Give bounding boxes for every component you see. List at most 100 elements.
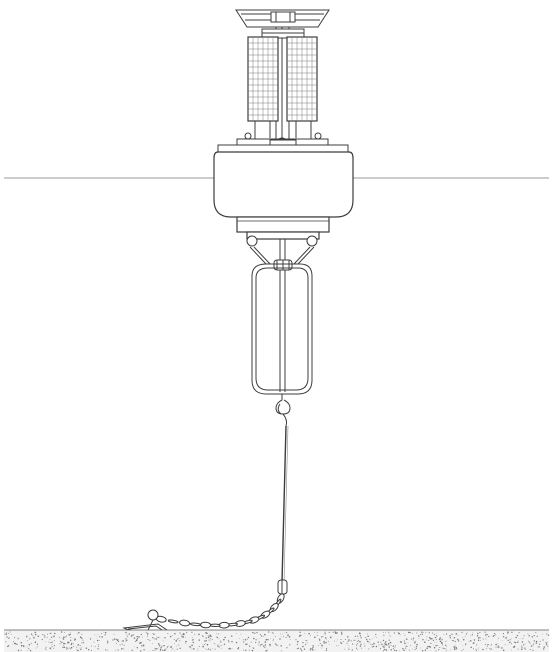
sediment-speck <box>546 633 548 635</box>
sediment-speck <box>326 648 328 650</box>
sediment-speck <box>455 633 458 635</box>
sediment-speck <box>81 633 83 635</box>
sediment-speck <box>152 637 154 639</box>
sediment-speck <box>435 642 437 643</box>
sediment-speck <box>205 637 207 639</box>
sediment-speck <box>441 639 444 641</box>
sediment-speck <box>538 646 540 648</box>
sediment-speck <box>411 632 413 634</box>
sediment-speck <box>529 642 531 644</box>
sediment-speck <box>325 649 328 651</box>
sediment-speck <box>237 647 239 650</box>
sediment-speck <box>347 640 349 642</box>
sediment-speck <box>387 642 390 645</box>
sediment-speck <box>461 641 463 643</box>
sediment-speck <box>218 638 220 640</box>
sediment-speck <box>408 632 410 634</box>
sediment-speck <box>382 650 385 652</box>
sediment-speck <box>279 638 281 640</box>
sediment-speck <box>159 644 160 646</box>
sediment-speck <box>306 642 308 644</box>
sediment-speck <box>119 644 121 646</box>
sediment-speck <box>318 638 320 640</box>
sediment-speck <box>271 632 273 634</box>
sediment-speck <box>486 645 488 647</box>
sediment-speck <box>453 637 456 639</box>
sediment-speck <box>179 647 181 649</box>
sediment-speck <box>70 637 72 638</box>
sediment-speck <box>393 632 395 634</box>
sediment-speck <box>41 638 43 641</box>
sediment-speck <box>116 639 119 642</box>
sediment-speck <box>45 649 47 651</box>
sediment-speck <box>80 648 82 651</box>
sediment-speck <box>159 648 162 651</box>
sediment-speck <box>442 643 443 645</box>
sediment-speck <box>416 643 418 646</box>
sediment-speck <box>445 633 448 635</box>
sediment-speck <box>247 638 248 640</box>
sediment-speck <box>259 645 261 647</box>
sediment-speck <box>389 641 392 644</box>
sediment-speck <box>365 636 367 639</box>
sediment-speck <box>461 650 463 652</box>
sediment-speck <box>484 643 486 645</box>
sediment-speck <box>366 640 369 643</box>
sediment-speck <box>486 633 488 636</box>
sediment-speck <box>176 645 178 647</box>
sediment-speck <box>147 634 148 636</box>
sediment-speck <box>330 636 332 639</box>
sediment-speck <box>178 638 180 639</box>
sediment-speck <box>414 646 416 648</box>
sediment-speck <box>346 642 348 644</box>
sediment-speck <box>524 647 526 649</box>
sediment-speck <box>296 648 298 650</box>
sediment-speck <box>403 640 405 642</box>
sediment-speck <box>166 646 169 648</box>
sediment-speck <box>368 641 370 643</box>
sediment-speck <box>394 646 396 648</box>
sediment-speck <box>525 648 527 650</box>
sediment-speck <box>50 641 52 644</box>
sediment-speck <box>162 649 164 651</box>
sediment-speck <box>101 636 103 638</box>
sediment-speck <box>209 640 211 642</box>
sediment-speck <box>302 641 304 644</box>
sediment-speck <box>385 641 387 643</box>
sediment-speck <box>536 645 538 647</box>
sediment-speck <box>505 637 507 639</box>
sediment-speck <box>478 637 480 639</box>
sediment-speck <box>143 644 145 646</box>
sediment-speck <box>140 641 142 644</box>
sediment-speck <box>472 631 474 633</box>
sediment-speck <box>388 645 390 647</box>
sediment-speck <box>541 633 543 635</box>
sediment-speck <box>243 641 245 643</box>
sediment-speck <box>76 648 77 650</box>
sediment-speck <box>67 648 69 650</box>
sediment-speck <box>308 632 310 635</box>
sediment-speck <box>336 640 337 642</box>
sediment-speck <box>76 646 78 648</box>
sediment-speck <box>498 646 500 648</box>
sediment-speck <box>125 640 127 642</box>
sediment-speck <box>457 634 459 636</box>
sediment-speck <box>523 644 525 646</box>
sediment-speck <box>529 649 531 651</box>
sediment-speck <box>208 638 210 640</box>
sediment-speck <box>216 636 219 639</box>
sediment-speck <box>490 645 492 646</box>
sediment-speck <box>357 635 359 637</box>
sediment-speck <box>155 638 157 640</box>
sediment-speck <box>443 634 445 635</box>
sediment-speck <box>37 635 40 638</box>
sediment-speck <box>244 639 247 641</box>
sediment-speck <box>14 642 17 645</box>
sediment-speck <box>17 637 19 639</box>
sediment-speck <box>153 638 155 640</box>
sediment-speck <box>35 648 37 650</box>
sediment-speck <box>319 642 321 645</box>
sediment-speck <box>63 642 65 645</box>
sediment-speck <box>182 632 185 635</box>
sediment-speck <box>253 637 255 640</box>
